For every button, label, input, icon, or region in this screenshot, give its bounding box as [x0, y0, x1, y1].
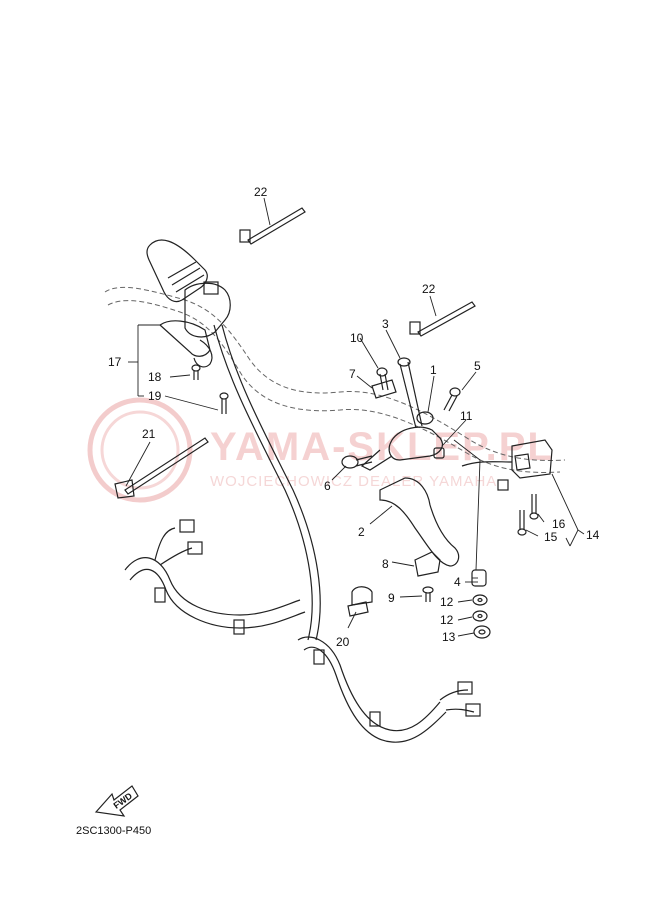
screw-5: [443, 387, 461, 412]
screw-19: [219, 392, 229, 414]
clamp-20: [347, 586, 373, 617]
drawing-code: 2SC1300-P450: [76, 825, 151, 837]
lever-2: [379, 477, 460, 567]
callout-5: 5: [474, 359, 481, 373]
callout-20: 20: [336, 635, 350, 649]
callout-22-right: 22: [422, 282, 436, 296]
screw-16: [529, 494, 539, 520]
washers-12: [472, 594, 488, 622]
callout-17: 17: [108, 355, 122, 369]
bolt-3: [397, 357, 423, 429]
callout-18: 18: [148, 370, 162, 384]
bolt-6: [341, 455, 373, 469]
callout-12-a: 12: [440, 595, 454, 609]
bolt-10: [376, 367, 389, 391]
clamp-7: [371, 379, 397, 399]
callout-1: 1: [430, 363, 437, 377]
callout-8: 8: [382, 557, 389, 571]
callout-9: 9: [388, 591, 395, 605]
callout-15: 15: [544, 530, 558, 544]
screw-18: [191, 364, 201, 380]
callout-16: 16: [552, 517, 566, 531]
fwd-arrow: FWD: [94, 785, 139, 817]
callout-11: 11: [460, 409, 473, 423]
callout-10: 10: [350, 331, 364, 345]
bolt-11: [433, 447, 445, 459]
screw-15: [517, 510, 527, 536]
watermark: YAMA-SKLEP.PL WOJCIECHOWICZ DEALER YAMAH…: [87, 397, 552, 503]
callout-6: 6: [324, 479, 331, 493]
screw-9: [422, 586, 434, 602]
callout-21: 21: [142, 427, 156, 441]
wiring-harness-left: [124, 519, 306, 635]
switch-8: [414, 551, 441, 577]
callout-12-b: 12: [440, 613, 454, 627]
callout-22-top: 22: [254, 185, 268, 199]
callout-19: 19: [148, 389, 162, 403]
callout-3: 3: [382, 317, 389, 331]
callout-4: 4: [454, 575, 461, 589]
wiring-harness-right: [297, 636, 481, 743]
callouts: 22 22 3 10 7 1 5 11 6 2 8 9 4 12 12 13 2…: [108, 185, 600, 649]
nut-13: [473, 625, 491, 639]
handlebar-switch-14: [461, 439, 553, 491]
lever-holder-1: [360, 411, 443, 471]
leader-lines: [125, 197, 585, 637]
callout-7: 7: [349, 367, 356, 381]
callout-14: 14: [586, 528, 600, 542]
left-grip-assembly: [146, 239, 231, 368]
callout-13: 13: [442, 630, 456, 644]
cable-tie-22-top: [239, 207, 306, 245]
callout-2: 2: [358, 525, 365, 539]
cable-tie-21: [114, 437, 209, 499]
cable-tie-22-right: [409, 301, 476, 337]
watermark-sub-text: WOJCIECHOWICZ DEALER YAMAHA: [210, 473, 497, 490]
brake-hose: [213, 324, 321, 641]
